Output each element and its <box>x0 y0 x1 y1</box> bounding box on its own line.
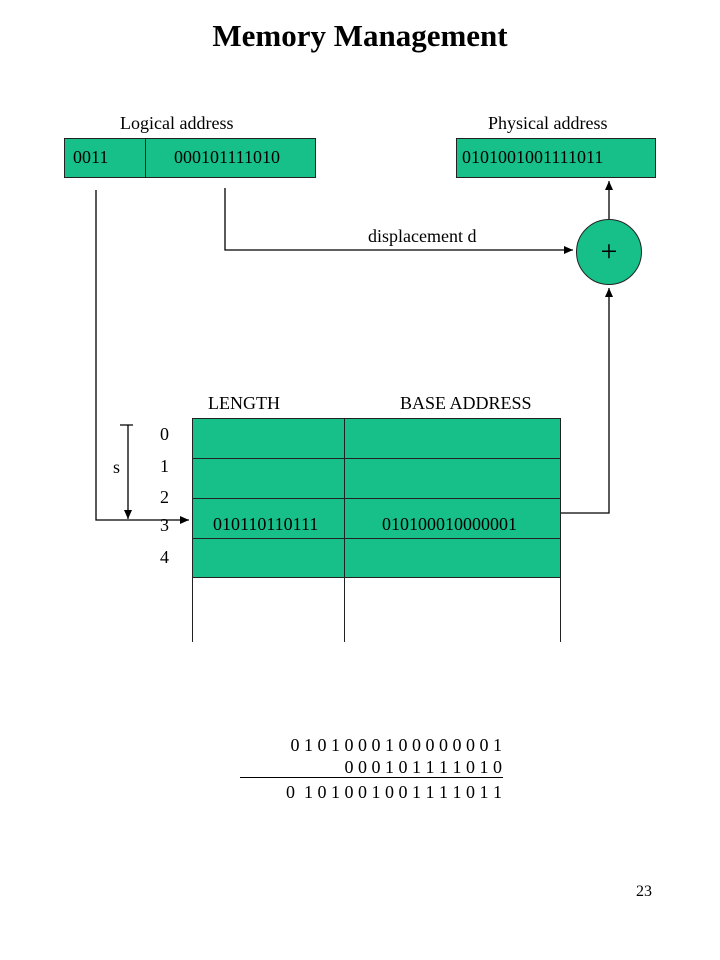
base-to-adder-arrow <box>561 288 613 514</box>
displacement-arrow <box>224 188 573 254</box>
segment-number: 0011 <box>73 147 109 167</box>
addition-rule <box>240 777 503 778</box>
row-index: 1 <box>160 456 169 476</box>
physical-address-box <box>456 138 656 178</box>
logical-address-divider <box>145 138 146 178</box>
table-column-divider <box>344 418 345 642</box>
plus-icon: + <box>600 235 618 268</box>
segment-to-row-arrow <box>95 190 189 524</box>
s-label: s <box>113 457 121 477</box>
table-extension-right <box>560 578 561 642</box>
table-extension-left <box>192 578 193 642</box>
table-row-divider <box>192 498 561 499</box>
addition-operand-1: 0 1 0 1 0 0 0 1 0 0 0 0 0 0 0 1 <box>290 735 503 755</box>
addition-operand-2: 0 0 0 1 0 1 1 1 1 0 1 0 <box>344 757 503 777</box>
row-index: 0 <box>160 424 169 444</box>
physical-address-value: 0101001001111011 <box>462 147 604 167</box>
row-3-base: 010100010000001 <box>382 514 517 534</box>
table-row-divider <box>192 458 561 459</box>
row-index: 2 <box>160 487 169 507</box>
length-header: LENGTH <box>208 393 280 413</box>
page-title: Memory Management <box>212 18 508 53</box>
table-row-divider <box>192 538 561 539</box>
base-address-header: BASE ADDRESS <box>400 393 532 413</box>
physical-address-label: Physical address <box>488 113 608 133</box>
adder-circle <box>576 219 642 285</box>
page-number: 23 <box>636 883 652 900</box>
row-3-length: 010110110111 <box>213 514 319 534</box>
logical-address-box <box>64 138 316 178</box>
row-index: 3 <box>160 515 169 535</box>
displacement-value: 000101111010 <box>174 147 280 167</box>
s-offset-arrow <box>120 424 133 519</box>
logical-address-label: Logical address <box>120 113 234 133</box>
displacement-label: displacement d <box>368 226 477 246</box>
addition-result: 0 1 0 1 0 0 1 0 0 1 1 1 1 0 1 1 <box>286 782 502 802</box>
row-index: 4 <box>160 547 169 567</box>
